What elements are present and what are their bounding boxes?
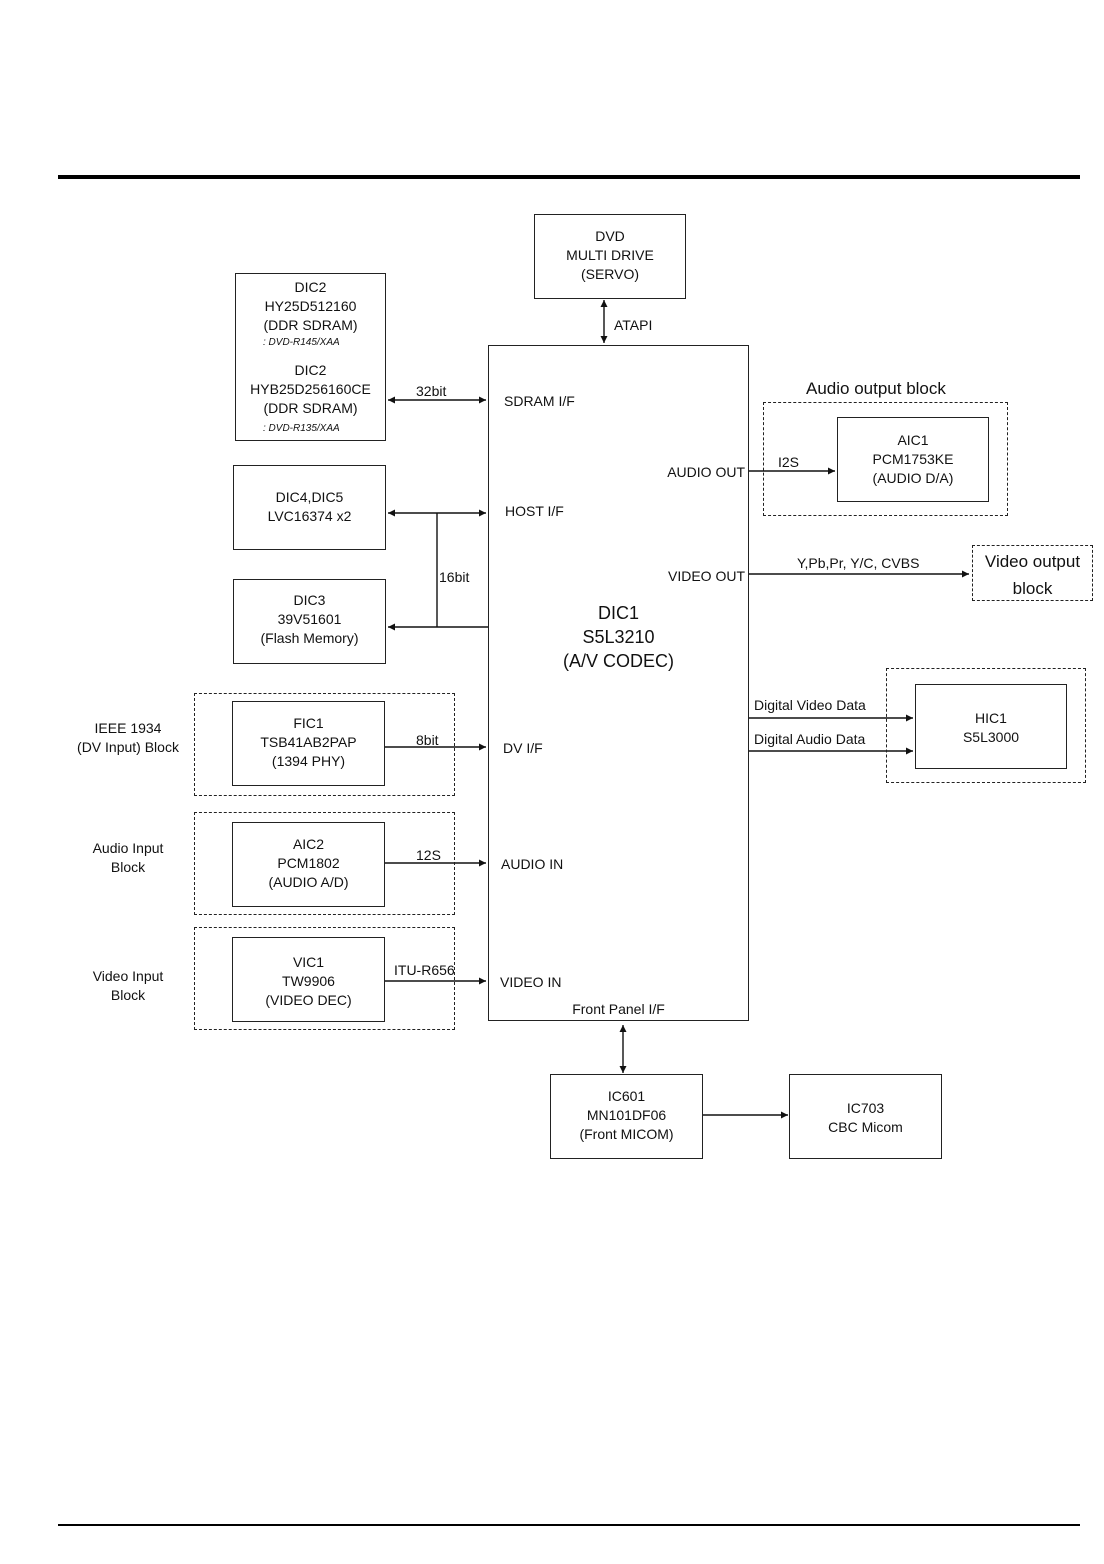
aic2-label-1: AIC2: [292, 836, 325, 852]
aic1-label-2: PCM1753KE: [872, 451, 954, 467]
video-output-label-2: block: [1012, 579, 1053, 598]
dic2-a-label-1: DIC2: [294, 279, 327, 295]
hic1-label-2: S5L3000: [962, 729, 1020, 745]
vic1-label-1: VIC1: [292, 954, 325, 970]
dic2-a-label-3: (DDR SDRAM): [263, 317, 358, 333]
dic45-label-1: DIC4,DIC5: [275, 489, 344, 505]
dic2-b-label-3: (DDR SDRAM): [263, 400, 358, 416]
dic2-b-label-1: DIC2: [294, 362, 327, 378]
dic45-label-2: LVC16374 x2: [267, 508, 352, 524]
fic1-label-2: TSB41AB2PAP: [260, 734, 357, 750]
dic3-label-1: DIC3: [293, 592, 326, 608]
video-formats-label: Y,Pb,Pr, Y/C, CVBS: [797, 555, 920, 571]
video-input-group-label-1: Video Input: [92, 968, 164, 984]
video-output-label-1: Video output: [984, 552, 1081, 571]
aic1-block: AIC1 PCM1753KE (AUDIO D/A): [837, 417, 989, 502]
host-if-port: HOST I/F: [505, 503, 564, 519]
hic1-group: [886, 668, 1086, 783]
aic2-label-3: (AUDIO A/D): [268, 874, 349, 890]
ic703-cbc-micom-block: IC703 CBC Micom: [789, 1074, 942, 1159]
aic2-block: AIC2 PCM1802 (AUDIO A/D): [232, 822, 385, 907]
bus-8bit-label: 8bit: [416, 732, 439, 748]
fic1-label-3: (1394 PHY): [271, 753, 346, 769]
video-input-group: [194, 927, 455, 1030]
itu-r656-label: ITU-R656: [394, 962, 455, 978]
vic1-block: VIC1 TW9906 (VIDEO DEC): [232, 937, 385, 1022]
audio-output-group: [763, 402, 1008, 516]
dic3-flash-block: DIC3 39V51601 (Flash Memory): [233, 579, 386, 664]
video-in-port: VIDEO IN: [500, 974, 562, 990]
top-rule: [58, 175, 1080, 179]
bottom-rule: [58, 1524, 1080, 1526]
video-output-group: Video output block: [972, 545, 1093, 601]
ieee-input-group: [194, 693, 455, 796]
dic2-b-model-note: : DVD-R135/XAA: [263, 423, 340, 434]
dic2-a-label-2: HY25D512160: [264, 298, 357, 314]
dic1-label-2: S5L3210: [582, 627, 655, 647]
digital-video-label: Digital Video Data: [754, 697, 866, 713]
vic1-label-2: TW9906: [282, 973, 335, 989]
ic601-label-3: (Front MICOM): [579, 1126, 674, 1142]
video-out-port: VIDEO OUT: [667, 568, 745, 584]
front-panel-if-port: Front Panel I/F: [572, 1001, 665, 1017]
i2s-in-label: 12S: [416, 847, 441, 863]
audio-out-port: AUDIO OUT: [667, 464, 745, 480]
dic2-sdram-block: DIC2 HY25D512160 (DDR SDRAM) : DVD-R145/…: [235, 273, 386, 441]
ieee-group-label-2: (DV Input) Block: [77, 739, 179, 755]
audio-output-group-label: Audio output block: [806, 379, 946, 398]
fic1-label-1: FIC1: [293, 715, 324, 731]
dvd-label-1: DVD: [595, 228, 625, 244]
dv-if-port: DV I/F: [503, 740, 543, 756]
bus-32bit-label: 32bit: [416, 383, 447, 399]
atapi-label: ATAPI: [614, 317, 653, 333]
dic2-b-label-2: HYB25D256160CE: [250, 381, 371, 397]
aic2-label-2: PCM1802: [277, 855, 340, 871]
i2s-out-label: I2S: [778, 454, 800, 470]
dic4-dic5-block: DIC4,DIC5 LVC16374 x2: [233, 465, 386, 550]
video-input-group-label-2: Block: [110, 987, 146, 1003]
dvd-label-3: (SERVO): [580, 266, 640, 282]
dvd-multi-drive-block: DVD MULTI DRIVE (SERVO): [534, 214, 686, 299]
ic601-label-2: MN101DF06: [586, 1107, 667, 1123]
ic601-front-micom-block: IC601 MN101DF06 (Front MICOM): [550, 1074, 703, 1159]
audio-input-group-label-2: Block: [110, 859, 146, 875]
vic1-label-3: (VIDEO DEC): [265, 992, 352, 1008]
dic1-codec-block: SDRAM I/F HOST I/F DV I/F AUDIO IN VIDEO…: [488, 345, 749, 1021]
bus-16bit-label: 16bit: [439, 569, 470, 585]
ic703-label-2: CBC Micom: [828, 1119, 903, 1135]
audio-input-group-label-1: Audio Input: [92, 840, 164, 856]
dic3-label-3: (Flash Memory): [260, 630, 359, 646]
dic1-label-3: (A/V CODEC): [562, 651, 674, 671]
dic2-a-model-note: : DVD-R145/XAA: [263, 337, 340, 348]
dic3-label-2: 39V51601: [277, 611, 342, 627]
dvd-label-2: MULTI DRIVE: [566, 247, 654, 263]
aic1-label-1: AIC1: [897, 432, 929, 448]
ic703-label-1: IC703: [846, 1100, 885, 1116]
ieee-group-label-1: IEEE 1934: [94, 720, 162, 736]
ic601-label-1: IC601: [607, 1088, 646, 1104]
fic1-block: FIC1 TSB41AB2PAP (1394 PHY): [232, 701, 385, 786]
audio-in-port: AUDIO IN: [501, 856, 564, 872]
dic1-label-1: DIC1: [597, 603, 639, 623]
audio-input-group: [194, 812, 455, 915]
hic1-label-1: HIC1: [975, 710, 1007, 726]
hic1-block: HIC1 S5L3000: [915, 684, 1067, 769]
sdram-if-port: SDRAM I/F: [504, 393, 575, 409]
digital-audio-label: Digital Audio Data: [754, 731, 866, 747]
aic1-label-3: (AUDIO D/A): [872, 470, 954, 486]
